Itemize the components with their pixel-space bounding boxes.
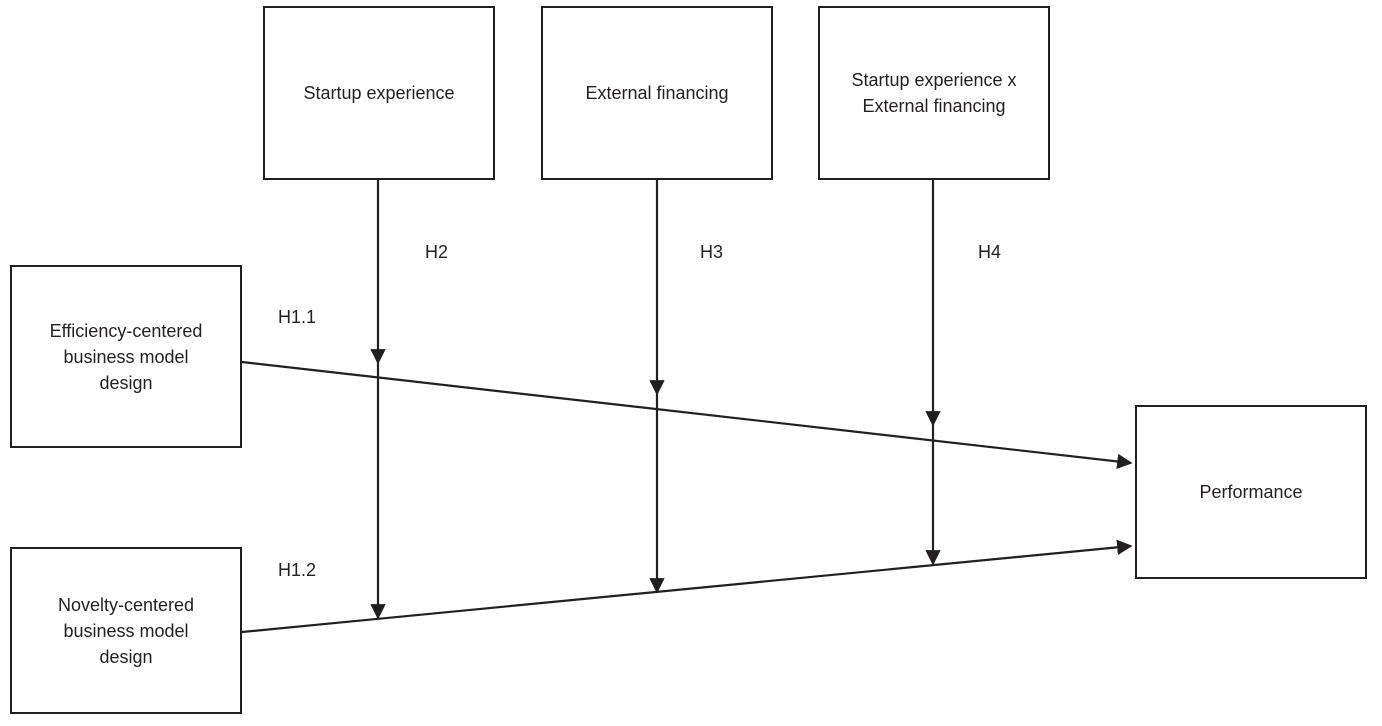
edge-h1-2-line <box>241 539 1133 634</box>
node-startup-experience-x-external-financing-label: Startup experience x External financing <box>851 70 1017 116</box>
node-novelty-centered-business-model-design-label: Novelty-centered business model design <box>57 594 195 667</box>
node-external-financing[interactable]: External financing <box>541 6 773 180</box>
node-performance[interactable]: Performance <box>1135 405 1367 579</box>
edge-label-h4: H4 <box>978 242 1002 262</box>
edge-label-h1-1: H1.1 <box>278 307 317 327</box>
node-startup-experience[interactable]: Startup experience <box>263 6 495 180</box>
node-efficiency-centered-business-model-design-label: Efficiency-centered business model desig… <box>49 320 203 393</box>
node-novelty-centered-business-model-design[interactable]: Novelty-centered business model design <box>10 547 242 714</box>
edge-label-h2: H2 <box>425 242 449 262</box>
node-external-financing-label: External financing <box>585 83 729 103</box>
edge-label-h3: H3 <box>700 242 724 262</box>
node-performance-label: Performance <box>1199 482 1303 502</box>
node-startup-experience-label: Startup experience <box>303 83 455 103</box>
node-efficiency-centered-business-model-design[interactable]: Efficiency-centered business model desig… <box>10 265 242 448</box>
node-startup-experience-x-external-financing[interactable]: Startup experience x External financing <box>818 6 1050 180</box>
edge-label-h1-2: H1.2 <box>278 560 317 580</box>
edge-h1-1-line <box>241 360 1133 470</box>
